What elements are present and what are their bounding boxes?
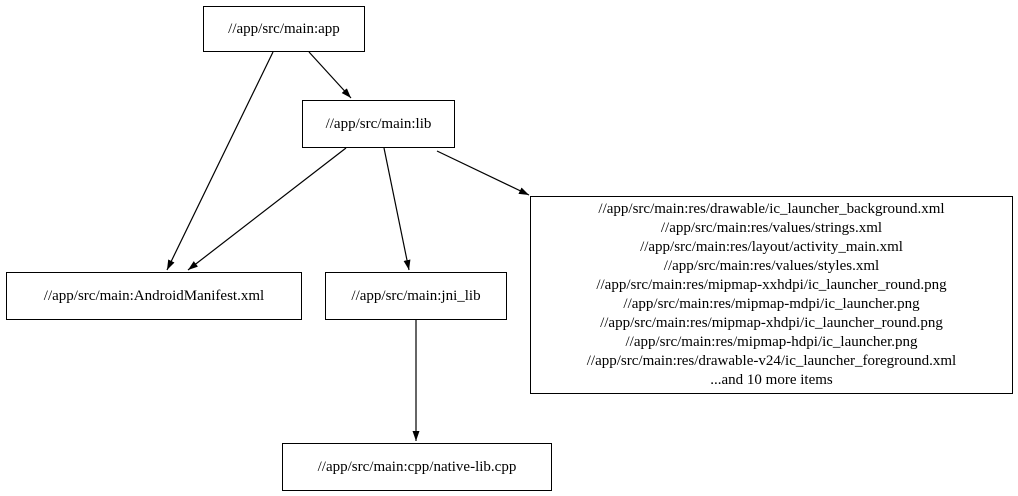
res-group-line: //app/src/main:res/mipmap-xxhdpi/ic_laun…	[596, 277, 947, 293]
node-app: //app/src/main:app	[203, 6, 365, 52]
res-group-line: //app/src/main:res/layout/activity_main.…	[640, 239, 903, 255]
res-group-line: //app/src/main:res/mipmap-hdpi/ic_launch…	[625, 334, 918, 350]
node-native-lib-label: //app/src/main:cpp/native-lib.cpp	[317, 458, 517, 475]
node-jni-lib-label: //app/src/main:jni_lib	[351, 287, 481, 304]
node-jni-lib: //app/src/main:jni_lib	[325, 272, 507, 320]
node-native-lib: //app/src/main:cpp/native-lib.cpp	[282, 443, 552, 491]
edge-app-to-lib	[308, 51, 352, 99]
edge-app-to-manifest	[166, 51, 274, 271]
res-group-more-items: ...and 10 more items	[710, 372, 833, 388]
res-group-line: //app/src/main:res/drawable-v24/ic_launc…	[586, 353, 957, 369]
node-app-label: //app/src/main:app	[228, 20, 340, 37]
res-group-line: //app/src/main:res/values/strings.xml	[660, 220, 883, 236]
node-android-manifest-label: //app/src/main:AndroidManifest.xml	[43, 287, 265, 304]
res-group-line: //app/src/main:res/mipmap-mdpi/ic_launch…	[623, 296, 920, 312]
edge-lib-to-manifest	[187, 147, 347, 271]
edge-lib-to-jni-lib	[383, 147, 411, 271]
node-res-group: //app/src/main:res/drawable/ic_launcher_…	[530, 196, 1013, 394]
node-android-manifest: //app/src/main:AndroidManifest.xml	[6, 272, 302, 320]
res-group-line: //app/src/main:res/values/styles.xml	[663, 258, 880, 274]
node-lib-label: //app/src/main:lib	[325, 115, 432, 132]
edge-lib-to-res-group	[436, 150, 530, 196]
node-lib: //app/src/main:lib	[302, 100, 455, 148]
res-group-line: //app/src/main:res/mipmap-xhdpi/ic_launc…	[600, 315, 943, 331]
res-group-line: //app/src/main:res/drawable/ic_launcher_…	[598, 201, 945, 217]
